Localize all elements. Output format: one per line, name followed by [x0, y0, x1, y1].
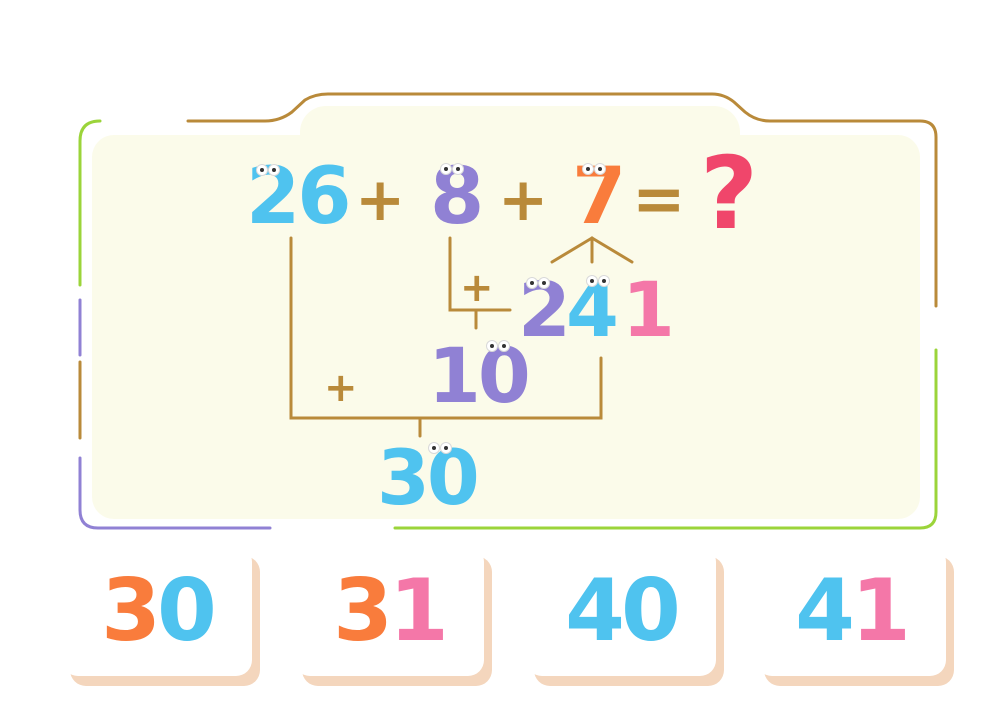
eye-icon [594, 163, 606, 175]
eye-icon [598, 275, 610, 287]
eye-icon [268, 164, 280, 176]
eye-icon [440, 442, 452, 454]
choice-card-41[interactable]: 4 1 [756, 546, 946, 676]
choice-digit: 1 [851, 568, 907, 654]
outer-plus-sign: + [324, 368, 358, 408]
partial-sum-10: 10 [428, 338, 528, 414]
choice-digit: 0 [621, 568, 677, 654]
eye-icon [428, 442, 440, 454]
choice-card-40[interactable]: 4 0 [526, 546, 716, 676]
choice-digit: 3 [333, 568, 389, 654]
plus-sign-2: + [498, 170, 548, 230]
choice-digit: 1 [389, 568, 445, 654]
eye-icon [538, 277, 550, 289]
part-1: 1 [622, 272, 672, 348]
choice-card-30[interactable]: 3 0 [62, 546, 252, 676]
eye-icon [452, 163, 464, 175]
eye-icon [498, 340, 510, 352]
choice-card-31[interactable]: 3 1 [294, 546, 484, 676]
choice-digit: 3 [101, 568, 157, 654]
eye-icon [486, 340, 498, 352]
plus-sign-1: + [355, 170, 405, 230]
total-30: 30 [377, 440, 477, 516]
inner-plus-sign: + [460, 268, 494, 308]
equals-sign: = [632, 168, 686, 232]
eye-icon [582, 163, 594, 175]
eye-icon [256, 164, 268, 176]
choice-digit: 4 [795, 568, 851, 654]
unknown-answer: ? [700, 144, 755, 244]
eye-icon [526, 277, 538, 289]
choice-digit: 0 [157, 568, 213, 654]
choice-digit: 4 [565, 568, 621, 654]
eye-icon [586, 275, 598, 287]
eye-icon [440, 163, 452, 175]
